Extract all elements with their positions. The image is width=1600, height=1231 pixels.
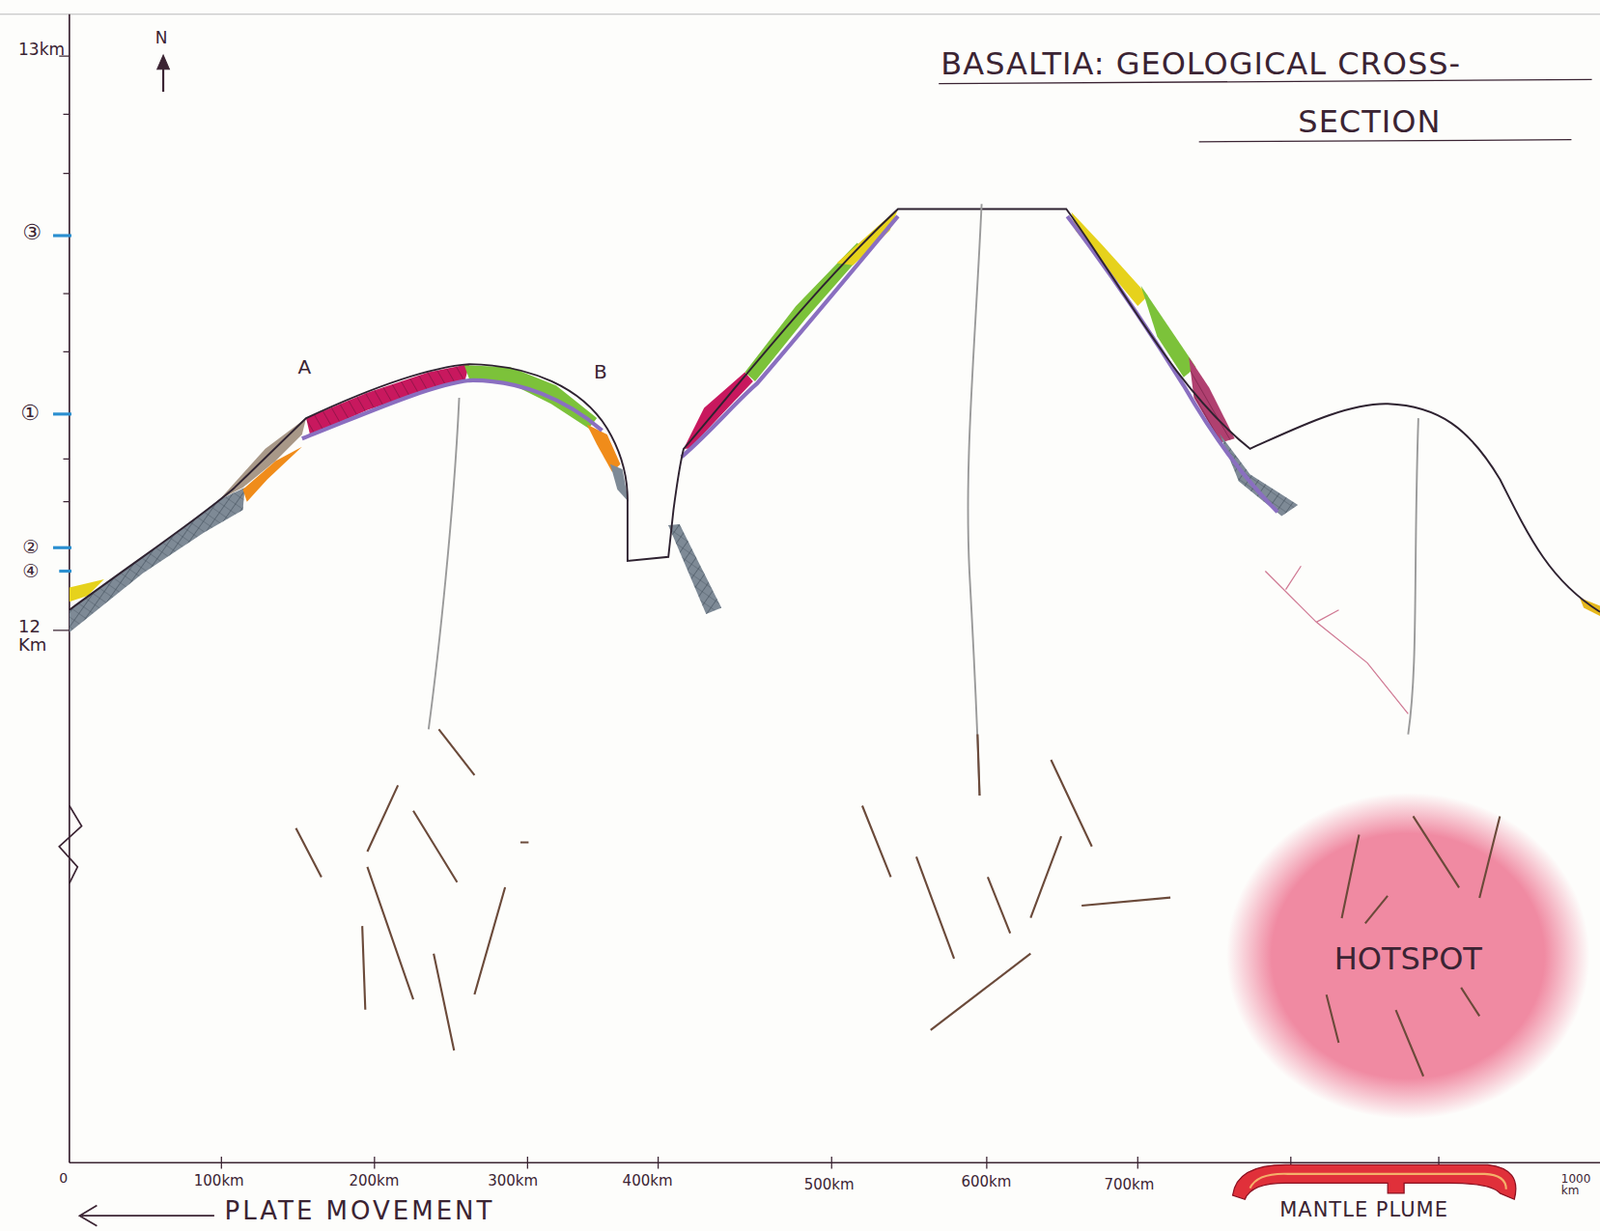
frame (0, 14, 1600, 1170)
mantle-plume-symbol (1233, 1164, 1516, 1200)
dyke-line (1326, 815, 1501, 1076)
title-underline (938, 79, 1592, 141)
axis-label: 400km (622, 1173, 674, 1190)
frame (53, 56, 70, 631)
rock-layer (243, 447, 303, 503)
hotspot-region: HOTSPOT (1224, 790, 1592, 1123)
fault-line (428, 397, 460, 730)
surface-profile (69, 209, 1600, 613)
reference-tick (53, 412, 72, 416)
north-arrow (157, 55, 170, 70)
fault-line (1407, 418, 1419, 734)
fracture-line (1264, 565, 1408, 714)
frame (58, 806, 82, 884)
rock-layer (69, 579, 105, 602)
rock-layer (69, 487, 246, 633)
point-label: A (298, 356, 312, 378)
rock-layer (306, 364, 470, 436)
rock-layer (668, 524, 722, 615)
axis-label: 500km (804, 1177, 855, 1194)
axis-label: 200km (348, 1173, 399, 1190)
axis-title: PLATE MOVEMENT (224, 1197, 495, 1226)
axis-label: 300km (487, 1173, 538, 1190)
reference-tick (53, 233, 72, 237)
frame (221, 1156, 1439, 1170)
reference-tick (53, 546, 72, 550)
rock-layer (587, 423, 621, 473)
plate-movement-arrow (79, 1206, 214, 1227)
surface-profile (69, 209, 1600, 613)
callout-number: ③ (22, 221, 42, 245)
rock-layer (1071, 212, 1149, 307)
hotspot-blob (1226, 792, 1590, 1120)
rock-layer (668, 524, 722, 615)
callout-number: ① (20, 401, 40, 425)
mantle-plume-symbol (1250, 1174, 1507, 1190)
hotspot-label: HOTSPOT (1334, 940, 1483, 978)
rock-layer (69, 487, 246, 633)
fault-line (967, 203, 982, 796)
reference-tick (53, 235, 72, 572)
axis-label: 700km (1103, 1177, 1154, 1194)
axis-label: 100km (194, 1173, 245, 1190)
basal-layer (302, 380, 603, 439)
reference-tick (58, 569, 72, 573)
axis-label: 12 Km (18, 617, 50, 655)
rock-layer (69, 209, 1600, 633)
north-arrow (157, 55, 170, 92)
plume-label: MANTLE PLUME (1279, 1199, 1449, 1222)
axis-label: 600km (960, 1174, 1011, 1191)
diagram-title: BASALTIA: GEOLOGICAL CROSS- SECTION (940, 34, 1592, 151)
axis-label: 0 (58, 1171, 68, 1186)
mantle-plume-symbol (1233, 1164, 1516, 1200)
dyke-line (295, 729, 529, 1051)
basal-layer (302, 216, 1278, 512)
axis-label: 13km (18, 40, 65, 59)
title-underline (1199, 140, 1572, 142)
north-label: N (155, 28, 169, 48)
point-label: B (593, 361, 608, 383)
plate-movement-arrow (79, 1206, 214, 1227)
dyke-line (295, 729, 1171, 1051)
callout-number: ② (22, 536, 39, 558)
basal-layer (681, 216, 899, 457)
frame (0, 13, 1600, 15)
fault-line (428, 203, 1419, 796)
callout-number: ④ (22, 561, 39, 582)
rock-layer (306, 364, 470, 436)
axis-label: 1000 km (1561, 1173, 1593, 1198)
frame (69, 1161, 1600, 1164)
dyke-line (862, 734, 1171, 1031)
fracture-line (1264, 565, 1408, 714)
